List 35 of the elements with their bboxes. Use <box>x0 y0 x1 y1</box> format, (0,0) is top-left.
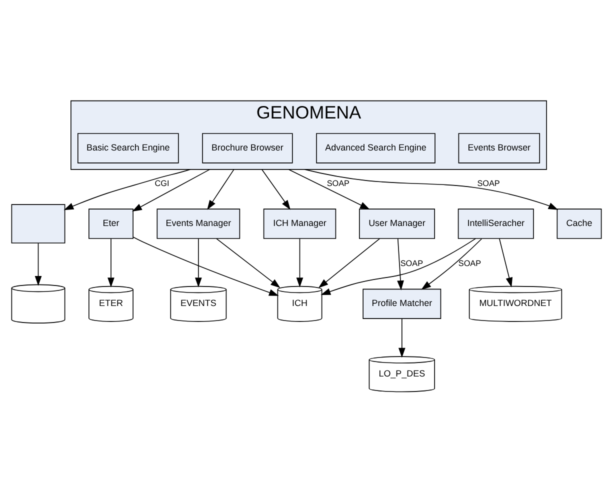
node-box: IntelliSeracher <box>458 208 534 239</box>
node-box: Advanced Search Engine <box>316 133 436 164</box>
node-box <box>11 204 66 244</box>
node-box: User Manager <box>359 208 435 239</box>
arrow <box>320 238 476 295</box>
edge-label: SOAP <box>326 178 350 188</box>
arrow <box>195 238 202 288</box>
arrow <box>132 169 210 212</box>
arrow <box>498 238 513 288</box>
node-box: Basic Search Engine <box>77 133 179 164</box>
node-box: Brochure Browser <box>202 133 293 164</box>
arrow <box>421 238 482 290</box>
arrow <box>304 169 558 210</box>
node-box: ICH Manager <box>263 208 336 239</box>
arrow <box>64 169 191 210</box>
node-box: Events Browser <box>458 133 540 164</box>
node-box: Cache <box>556 208 602 239</box>
arrow <box>34 242 42 286</box>
node-box: Profile Matcher <box>362 288 442 319</box>
arrow <box>216 238 280 288</box>
edge-label: SOAP <box>400 258 424 268</box>
arrow <box>108 238 114 288</box>
arrow <box>132 236 279 296</box>
arrow <box>288 169 370 210</box>
arrow <box>207 169 234 210</box>
arrow <box>398 318 406 358</box>
edge-label: CGI <box>154 178 170 188</box>
edge-label: SOAP <box>477 178 500 188</box>
arrow <box>397 238 404 290</box>
node-box: Events Manager <box>156 208 240 239</box>
arrow <box>296 238 304 288</box>
arrow <box>318 238 380 288</box>
edge-label: SOAP <box>458 258 482 268</box>
node-box: Eter <box>88 208 134 239</box>
arrow <box>262 169 290 210</box>
